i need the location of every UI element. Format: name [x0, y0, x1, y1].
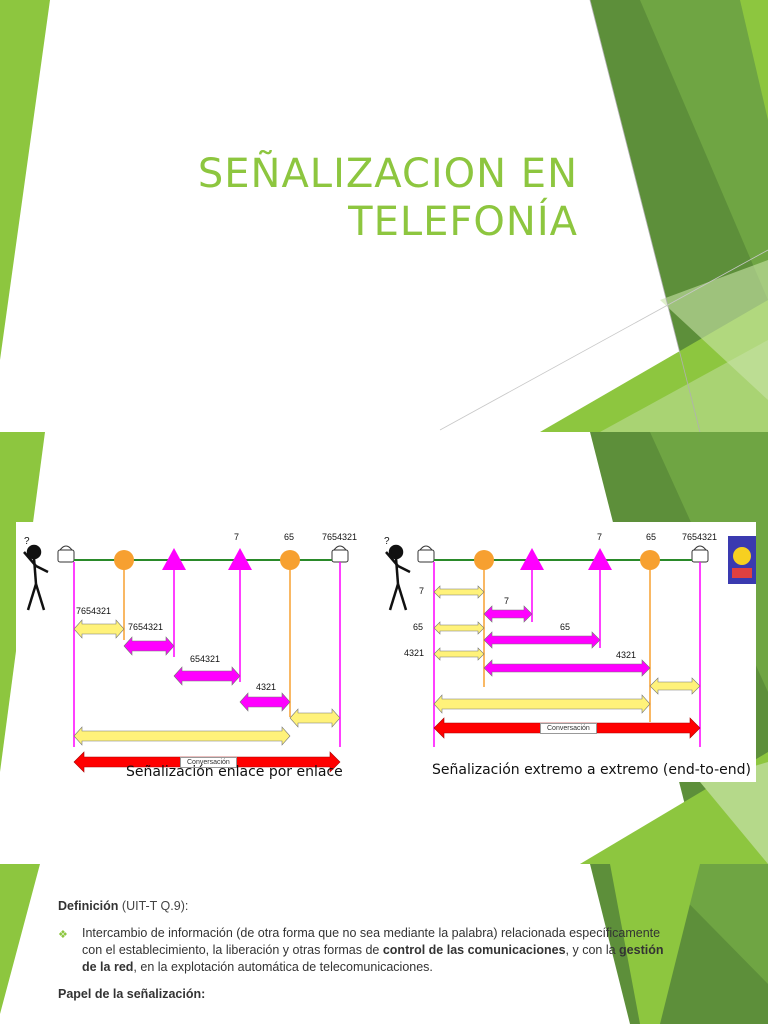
exchange-node-3 [588, 548, 612, 570]
bullet-text-1: Intercambio de información (de otra form… [82, 926, 661, 957]
definition-line: Definición (UIT-T Q.9): [58, 898, 678, 915]
bullet-bold-1: control de las comunicaciones [382, 943, 566, 957]
slide-title: SEÑALIZACION EN TELEFONÍA [158, 150, 578, 246]
label-arrow-3: 654321 [190, 654, 221, 664]
label-top-full: 7654321 [322, 532, 358, 542]
exchange-node-1 [114, 550, 134, 570]
definition-label: Definición [58, 899, 119, 913]
label-top-7: 7 [234, 532, 240, 542]
slide3-background-shapes [0, 864, 768, 1024]
caption-link-by-link: Señalización enlace por enlace [126, 764, 343, 780]
exchange-node-4 [280, 550, 300, 570]
phone-icon-right [331, 545, 349, 563]
arrow-yellow-4321 [433, 647, 485, 661]
label-arrow-7: 7 [504, 596, 510, 606]
definition-bullet: ❖ Intercambio de información (de otra fo… [58, 925, 678, 976]
diagram-slide: ? [0, 432, 768, 864]
exchange-node-4 [640, 550, 660, 570]
arrow-magenta-1 [123, 636, 175, 656]
right-mid-green-shape [640, 0, 768, 300]
label-left-65: 65 [413, 622, 424, 632]
definition-slide: Definición (UIT-T Q.9): ❖ Intercambio de… [0, 864, 768, 1024]
exchange-node-1 [474, 550, 494, 570]
arrow-magenta-65 [483, 631, 601, 649]
exchange-node-2 [520, 548, 544, 570]
title-line-2: TELEFONÍA [348, 199, 578, 245]
bullet-text-3: , en la explotación automática de teleco… [133, 960, 433, 974]
exchange-node-2 [162, 548, 186, 570]
phone-icon-right [691, 545, 709, 563]
diagram1-graphics: ? [23, 536, 349, 773]
diagram-link-by-link: ? [16, 522, 362, 782]
label-arrow-65: 65 [560, 622, 571, 632]
left-green-shape [0, 864, 40, 1014]
arrow-magenta-7 [483, 605, 533, 623]
svg-text:?: ? [384, 536, 390, 547]
phone-icon-left [57, 545, 75, 563]
exchange-node-3 [228, 548, 252, 570]
caption-end-to-end: Señalización extremo a extremo (end-to-e… [432, 762, 751, 778]
label-conversation: Conversación [180, 757, 237, 768]
title-line-1: SEÑALIZACION EN [197, 151, 578, 197]
label-arrow-2: 7654321 [128, 622, 164, 632]
label-conversation: Conversación [540, 723, 597, 734]
right-faint-shape [700, 762, 768, 864]
left-green-shape [0, 0, 50, 360]
arrow-magenta-4321 [483, 659, 651, 677]
label-left-7: 7 [419, 586, 425, 596]
arrow-yellow-1 [73, 619, 125, 639]
arrow-yellow-7 [433, 585, 485, 599]
label-top-full: 7654321 [682, 532, 718, 542]
arrow-yellow-dest [649, 677, 701, 695]
person-icon: ? [23, 536, 49, 611]
arrow-magenta-3 [239, 692, 291, 712]
arrow-yellow-long [433, 694, 651, 714]
deco-line-1 [589, 0, 701, 432]
arrow-yellow-2 [289, 708, 341, 728]
svg-text:?: ? [24, 536, 30, 547]
label-arrow-4: 4321 [256, 682, 277, 692]
arrow-magenta-2 [173, 666, 241, 686]
right-light-shape [610, 864, 700, 1024]
deco-line-2 [439, 249, 768, 431]
colorful-picture-icon [728, 536, 756, 584]
right-faint-triangle [660, 260, 768, 400]
label-arrow-1: 7654321 [76, 606, 112, 616]
right-top-accent [740, 0, 768, 120]
diamond-bullet-icon: ❖ [58, 929, 68, 941]
arrow-yellow-long [73, 726, 291, 746]
definition-content: Definición (UIT-T Q.9): ❖ Intercambio de… [58, 898, 678, 1003]
person-icon: ? [384, 536, 411, 611]
slide-background-shapes [0, 0, 768, 432]
label-left-4321: 4321 [404, 648, 425, 658]
role-heading: Papel de la señalización: [58, 987, 206, 1001]
phone-icon-left [417, 545, 435, 563]
right-bottom-faint-shape [600, 340, 768, 432]
diagram-end-to-end: ? [376, 522, 756, 782]
definition-ref: (UIT-T Q.9): [121, 899, 189, 913]
label-top-65: 65 [646, 532, 657, 542]
arrow-yellow-65 [433, 621, 485, 635]
diagram2-graphics: ? [384, 536, 756, 747]
label-top-7: 7 [597, 532, 603, 542]
bullet-bold-2: gestión de la red [82, 943, 664, 974]
title-slide: SEÑALIZACION EN TELEFONÍA [0, 0, 768, 432]
label-arrow-4321: 4321 [616, 650, 637, 660]
label-top-65: 65 [284, 532, 295, 542]
bullet-text-2: , y con la [565, 943, 620, 957]
